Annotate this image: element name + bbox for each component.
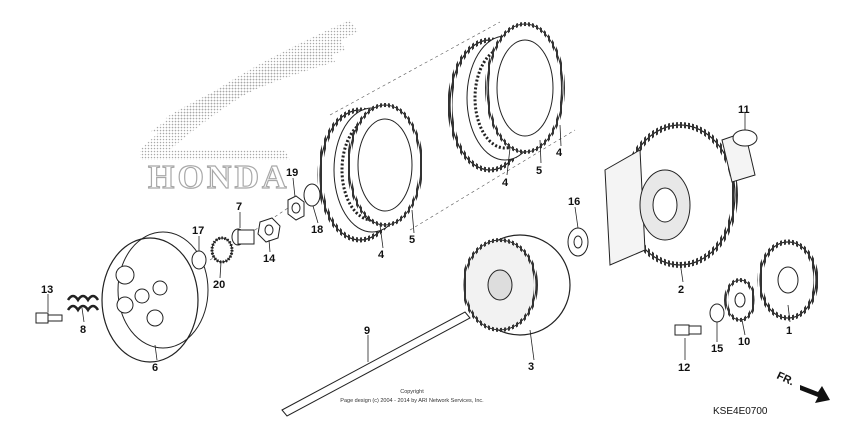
callout-4: 4 bbox=[502, 177, 509, 189]
lifter-piece bbox=[231, 228, 255, 246]
callout-13: 13 bbox=[41, 284, 53, 296]
clutch-center bbox=[462, 234, 571, 336]
callout-5: 5 bbox=[536, 165, 542, 177]
diagram-code: KSE4E0700 bbox=[713, 406, 768, 417]
callout-4: 4 bbox=[378, 249, 385, 261]
primary-driven-gear bbox=[757, 239, 819, 321]
honda-wing-logo: HONDA bbox=[140, 20, 358, 197]
callout-leaders bbox=[47, 113, 791, 362]
callout-19: 19 bbox=[286, 167, 298, 179]
outer-guide-bushing bbox=[721, 129, 758, 183]
front-label: FR. bbox=[775, 370, 796, 388]
washer-15 bbox=[709, 303, 725, 323]
bearing-20 bbox=[210, 236, 234, 264]
copyright-line-1: Copyright bbox=[400, 389, 424, 395]
callout-3: 3 bbox=[528, 361, 534, 373]
callout-14: 14 bbox=[263, 253, 276, 265]
callout-7: 7 bbox=[236, 201, 242, 213]
callout-4: 4 bbox=[556, 147, 563, 159]
callout-16: 16 bbox=[568, 196, 580, 208]
callout-9: 9 bbox=[364, 325, 370, 337]
front-arrow-icon bbox=[800, 385, 830, 403]
callout-20: 20 bbox=[213, 279, 225, 291]
bolt-13 bbox=[35, 312, 63, 324]
callout-6: 6 bbox=[152, 362, 158, 374]
washer-18 bbox=[303, 183, 321, 207]
callout-labels: 1 2 3 4 4 4 5 5 6 7 8 9 10 11 12 13 14 1… bbox=[41, 104, 792, 374]
clutch-spring bbox=[66, 294, 100, 313]
callout-10: 10 bbox=[738, 336, 750, 348]
clutch-pushrod bbox=[281, 311, 471, 417]
bolt-12 bbox=[674, 324, 702, 336]
clutch-outer bbox=[604, 122, 738, 268]
callout-17: 17 bbox=[192, 225, 204, 237]
lock-washer bbox=[287, 195, 305, 221]
callout-11: 11 bbox=[738, 104, 750, 116]
callout-18: 18 bbox=[311, 224, 323, 236]
thrust-washer-16 bbox=[567, 227, 589, 257]
washer-17 bbox=[191, 250, 207, 270]
clutch-plates-front bbox=[317, 103, 423, 243]
callout-15: 15 bbox=[711, 343, 723, 355]
callout-2: 2 bbox=[678, 284, 684, 296]
callout-8: 8 bbox=[80, 324, 86, 336]
clutch-plates-rear bbox=[447, 22, 565, 173]
callout-5: 5 bbox=[409, 234, 415, 246]
lock-nut bbox=[257, 217, 281, 243]
honda-wordmark: HONDA bbox=[148, 159, 290, 196]
front-direction-indicator: FR. bbox=[775, 370, 830, 403]
callout-1: 1 bbox=[786, 325, 792, 337]
pressure-plate bbox=[101, 231, 209, 363]
drive-gear bbox=[724, 278, 756, 322]
copyright-line-2: Page design (c) 2004 - 2014 by ARI Netwo… bbox=[340, 398, 484, 404]
callout-12: 12 bbox=[678, 362, 690, 374]
